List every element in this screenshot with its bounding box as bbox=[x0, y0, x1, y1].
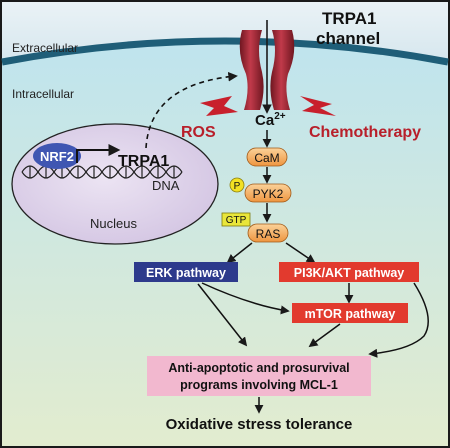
pyk2-node bbox=[244, 183, 292, 203]
extracellular-label: Extracellular bbox=[12, 41, 78, 55]
mtor-pathway-label: mTOR pathway bbox=[305, 307, 396, 321]
arrow-mtor-to-programs bbox=[308, 323, 341, 348]
chemotherapy-lightning-icon bbox=[300, 96, 336, 116]
mtor-pathway-box bbox=[292, 303, 408, 323]
ras-node bbox=[247, 223, 289, 243]
cell-membrane bbox=[1, 37, 449, 66]
cam-label: CaM bbox=[254, 151, 279, 165]
trpa1-gene-label: TRPA1 bbox=[118, 153, 169, 170]
phosphate-label: P bbox=[234, 181, 241, 192]
pyk2-label: PYK2 bbox=[253, 187, 284, 201]
nrf2-label: NRF2 bbox=[40, 149, 74, 164]
arrow-erk-to-programs bbox=[197, 283, 248, 347]
programs-line2: programs involving MCL-1 bbox=[180, 378, 338, 392]
arrow-ras-to-pi3k bbox=[285, 242, 316, 264]
arrow-erk-to-mtor bbox=[201, 282, 290, 315]
intracellular-label: Intracellular bbox=[12, 87, 74, 101]
ros-lightning-icon bbox=[200, 96, 238, 116]
channel-title-line1: TRPA1 bbox=[322, 9, 376, 28]
pi3k-pathway-box bbox=[279, 262, 419, 282]
arrow-pi3k-to-programs bbox=[368, 282, 429, 358]
survival-programs-box bbox=[147, 356, 371, 396]
nucleus-label: Nucleus bbox=[90, 216, 137, 231]
dna-helix-icon bbox=[21, 165, 183, 179]
nrf2-protein bbox=[33, 143, 81, 169]
ros-label: ROS bbox=[181, 124, 216, 141]
phosphate-badge bbox=[229, 177, 245, 193]
dna-label: DNA bbox=[152, 178, 180, 193]
erk-pathway-box bbox=[134, 262, 238, 282]
gtp-badge bbox=[221, 212, 251, 227]
transcription-arrow bbox=[76, 144, 121, 163]
calcium-ion-label: Ca2+ bbox=[255, 111, 286, 129]
gtp-label: GTP bbox=[226, 215, 247, 226]
trpa1-channel-icon bbox=[239, 20, 295, 114]
cam-node bbox=[246, 147, 288, 167]
expression-dashed-arrow bbox=[145, 71, 238, 149]
programs-line1: Anti-apoptotic and prosurvival bbox=[168, 361, 349, 375]
ras-label: RAS bbox=[256, 227, 281, 241]
oxidative-stress-tolerance-label: Oxidative stress tolerance bbox=[166, 416, 353, 433]
arrow-ras-to-erk bbox=[226, 242, 253, 264]
erk-pathway-label: ERK pathway bbox=[146, 266, 226, 280]
chemotherapy-label: Chemotherapy bbox=[309, 124, 421, 141]
pi3k-pathway-label: PI3K/AKT pathway bbox=[294, 266, 404, 280]
channel-title-line2: channel bbox=[316, 29, 380, 48]
